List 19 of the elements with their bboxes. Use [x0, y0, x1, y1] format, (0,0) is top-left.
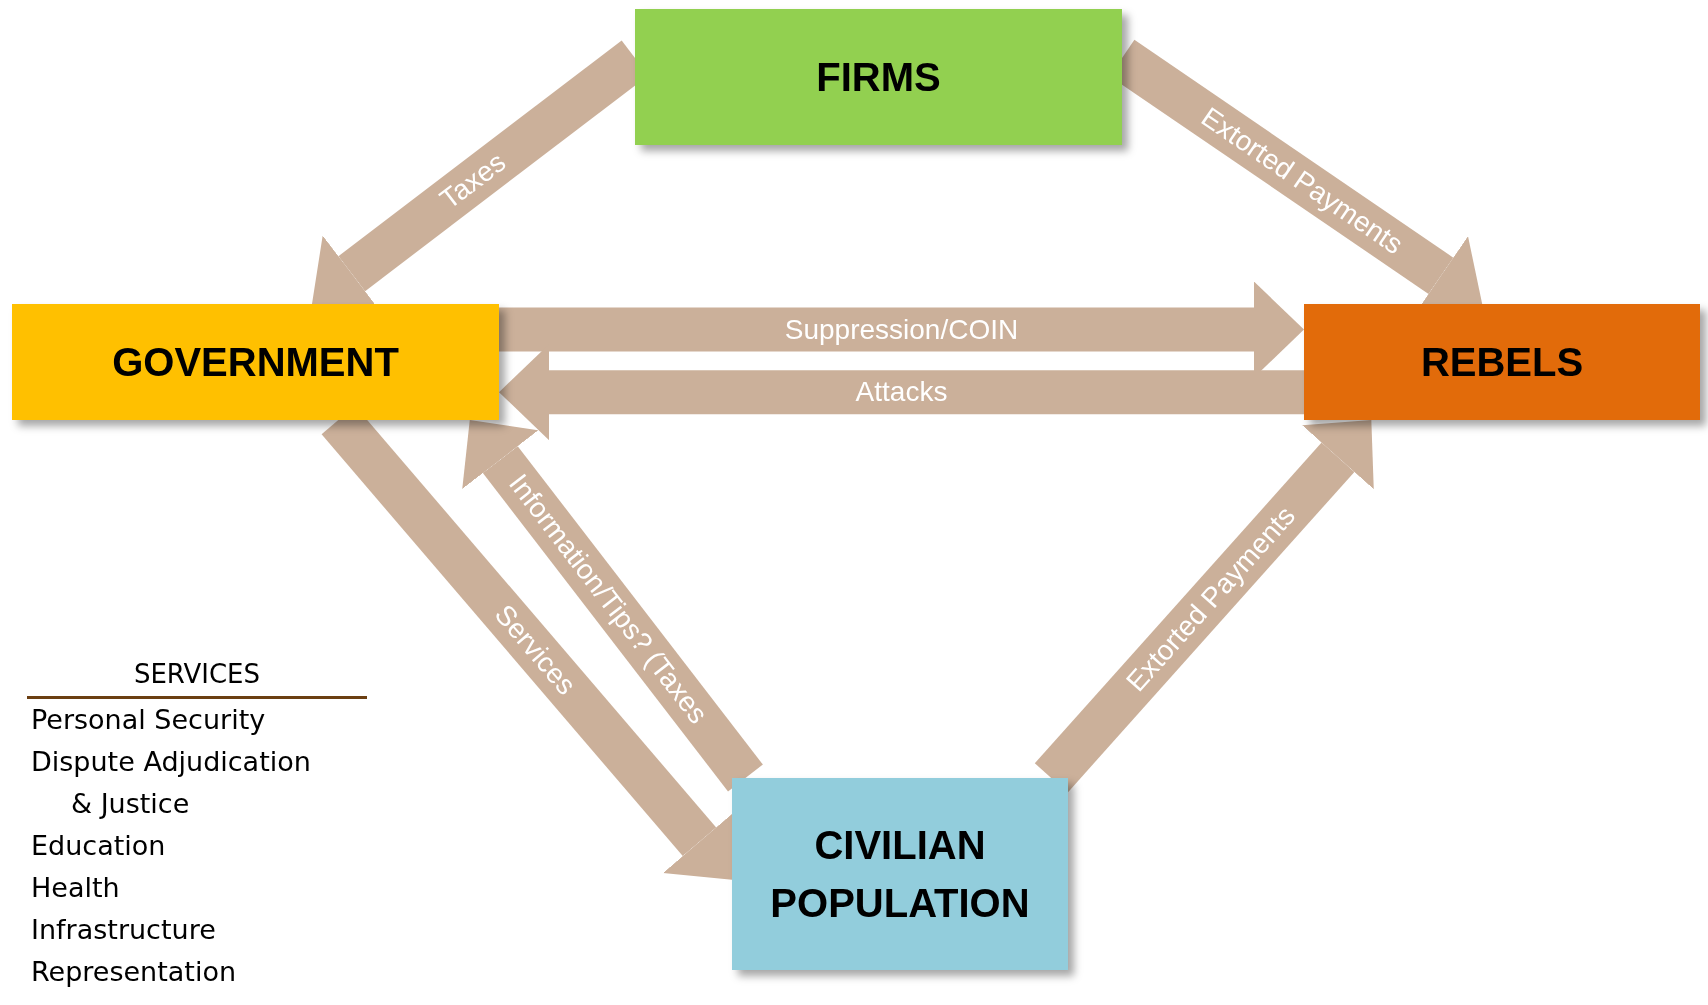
service-item: Representation: [30, 955, 238, 989]
node-label: CIVILIAN POPULATION: [769, 822, 1031, 927]
edge-label: Suppression/COIN: [784, 313, 1019, 346]
civilian-population-box: [732, 778, 1068, 970]
firms-box: [635, 9, 1122, 145]
block-arrow: [462, 420, 763, 792]
service-item: Personal Security: [30, 703, 267, 737]
node-label: GOVERNMENT: [111, 339, 400, 386]
service-item: Education: [30, 829, 167, 863]
node-label: FIRMS: [815, 54, 942, 101]
service-item: Dispute Adjudication & Justice: [30, 745, 312, 821]
edge-label: Attacks: [855, 376, 948, 409]
service-item: Health: [30, 871, 121, 905]
government-box: [12, 304, 499, 420]
node-label: REBELS: [1419, 339, 1585, 386]
block-arrow: [1034, 420, 1374, 793]
rebels-box: [1304, 304, 1700, 420]
list-heading: SERVICES: [27, 652, 367, 699]
service-item: Infrastructure: [30, 913, 217, 947]
